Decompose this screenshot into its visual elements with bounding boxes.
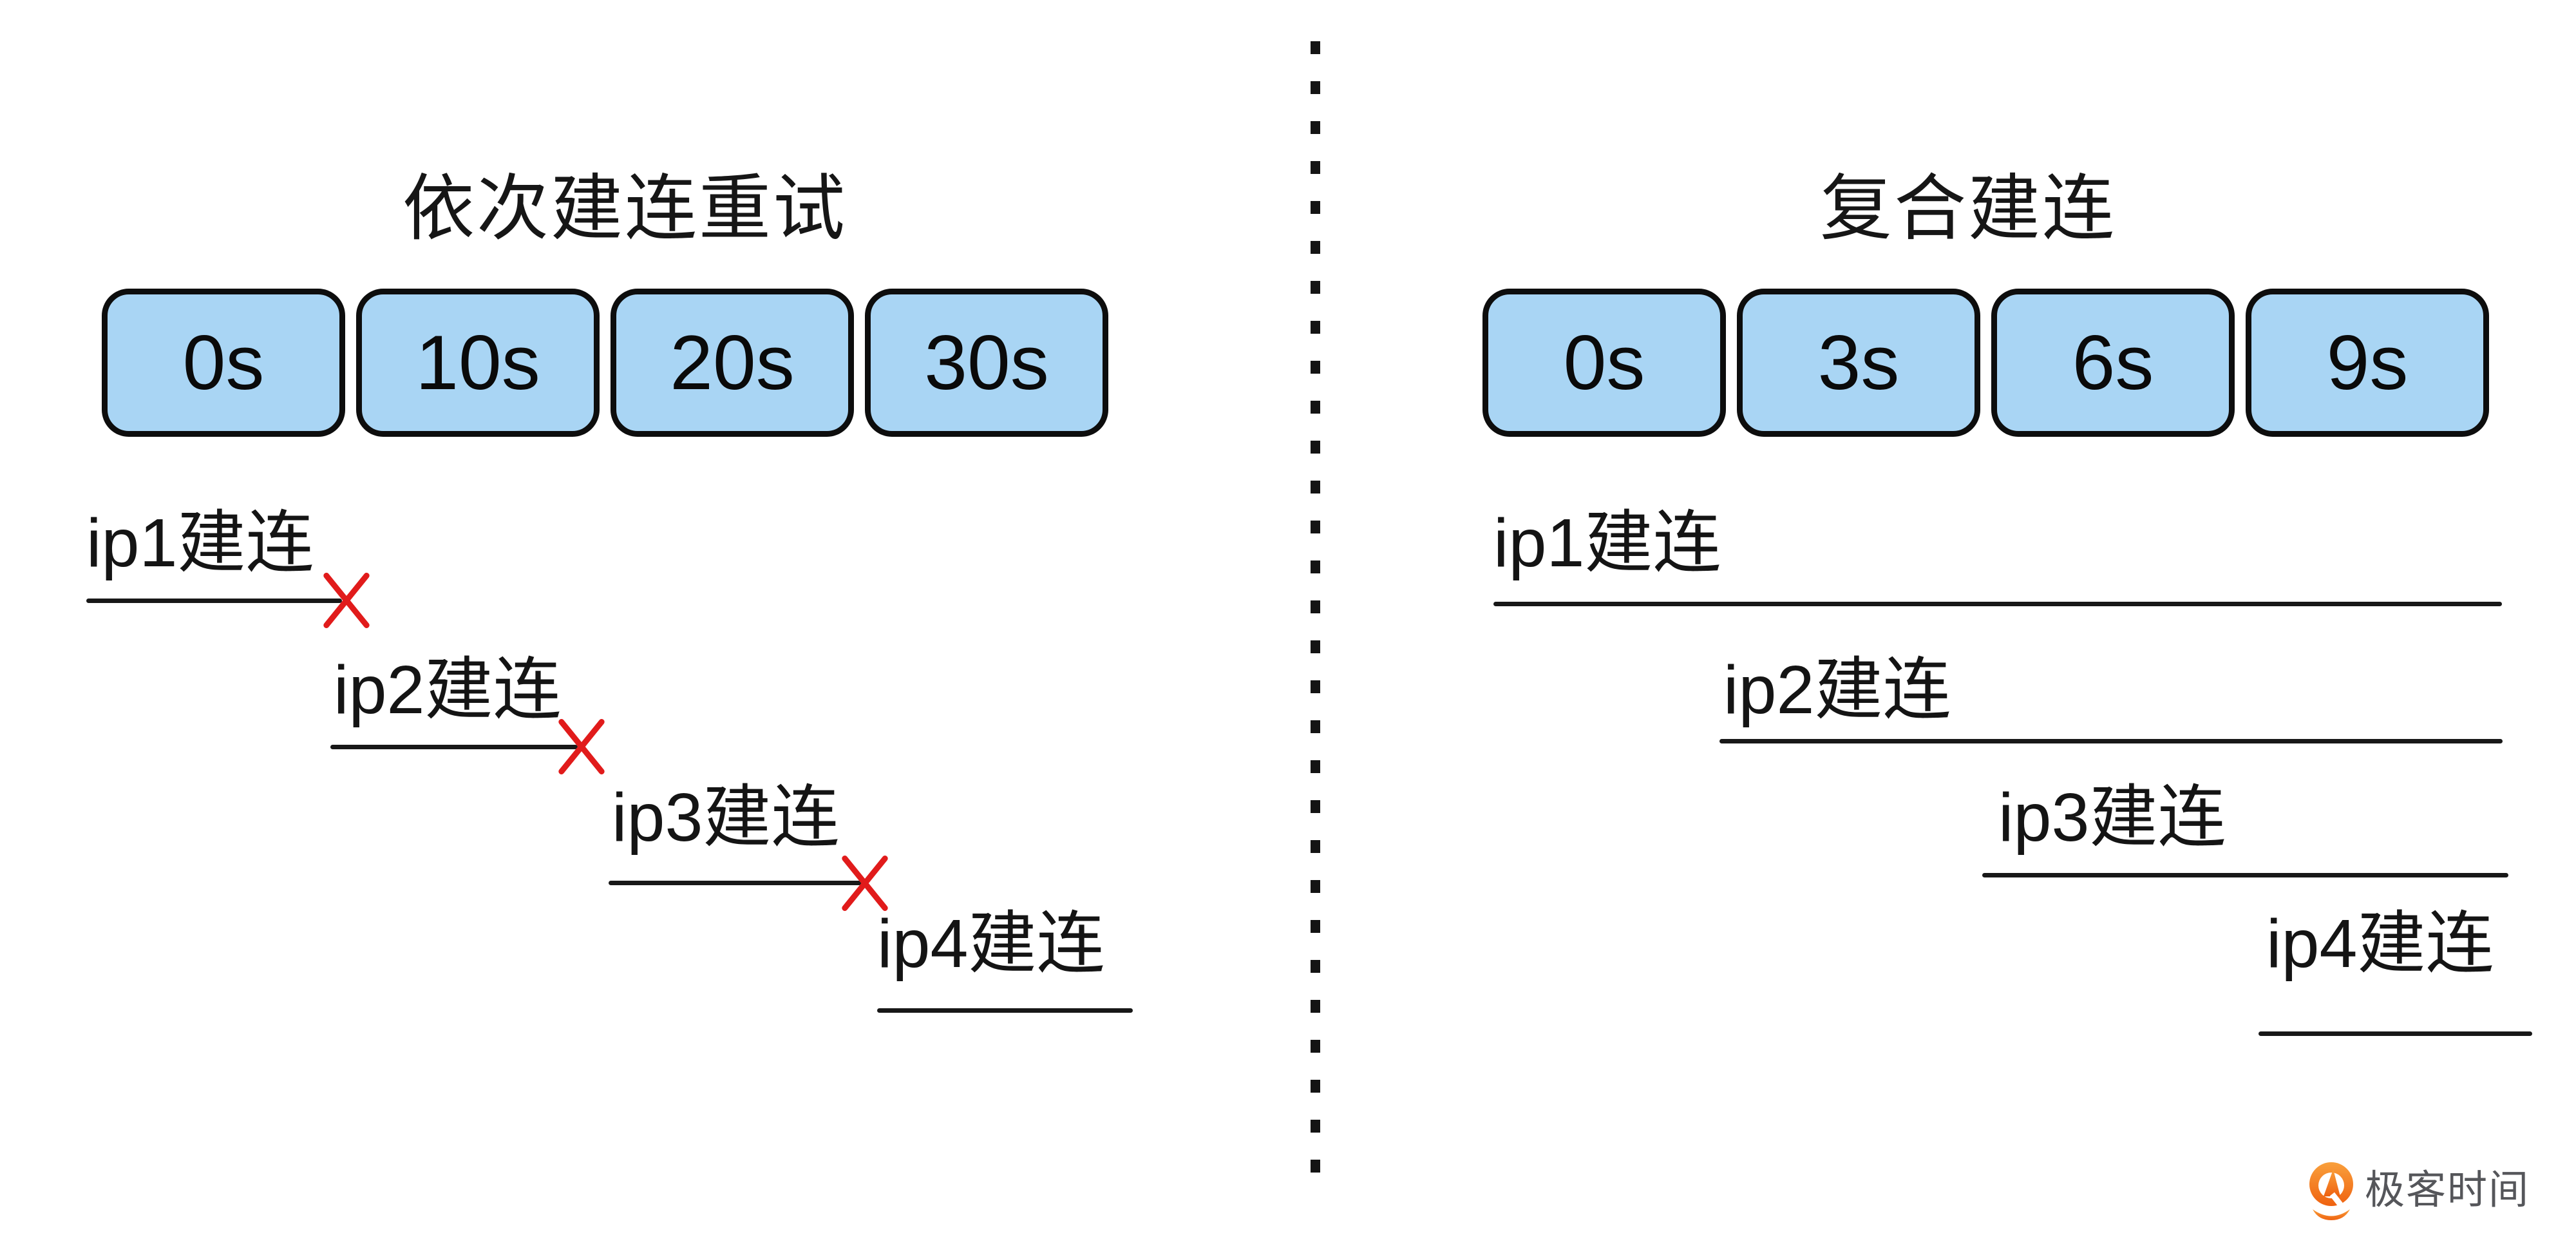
failure-x-icon [324,573,369,628]
left-attempt-label-ip1: ip1建连 [86,505,314,581]
right-time-box-4: 9s [2246,289,2489,437]
right-panel-title: 复合建连 [1820,168,2116,249]
right-attempt-label-ip4: ip4建连 [2266,906,2494,982]
right-time-box-1: 0s [1482,289,1726,437]
left-attempt-line-ip1 [86,599,342,603]
right-time-box-3: 6s [1991,289,2235,437]
right-attempt-line-ip1 [1493,602,2502,606]
left-time-box-4: 30s [865,289,1108,437]
failure-x-icon [842,856,887,911]
right-attempt-label-ip3: ip3建连 [1998,780,2226,856]
dotted-divider [1311,41,1320,1192]
left-time-box-2: 10s [356,289,600,437]
geektime-logo-icon [2309,1162,2353,1220]
right-attempt-label-ip1: ip1建连 [1493,505,1721,581]
left-attempt-line-ip2 [330,745,578,749]
left-attempt-label-ip4: ip4建连 [877,906,1105,982]
right-attempt-line-ip4 [2259,1031,2532,1036]
left-attempt-label-ip3: ip3建连 [612,780,840,856]
left-time-box-1: 0s [102,289,345,437]
left-time-box-3: 20s [611,289,854,437]
failure-x-icon [559,719,604,774]
left-panel-title: 依次建连重试 [402,168,847,249]
right-time-box-2: 3s [1737,289,1980,437]
right-attempt-line-ip2 [1719,739,2503,743]
left-attempt-line-ip3 [609,881,862,885]
brand-name: 极客时间 [2365,1168,2530,1212]
right-attempt-line-ip3 [1982,873,2508,877]
brand-watermark: 极客时间 [2308,1160,2530,1221]
left-attempt-line-ip4 [877,1008,1133,1013]
right-attempt-label-ip2: ip2建连 [1723,652,1951,728]
left-attempt-label-ip2: ip2建连 [334,652,562,728]
